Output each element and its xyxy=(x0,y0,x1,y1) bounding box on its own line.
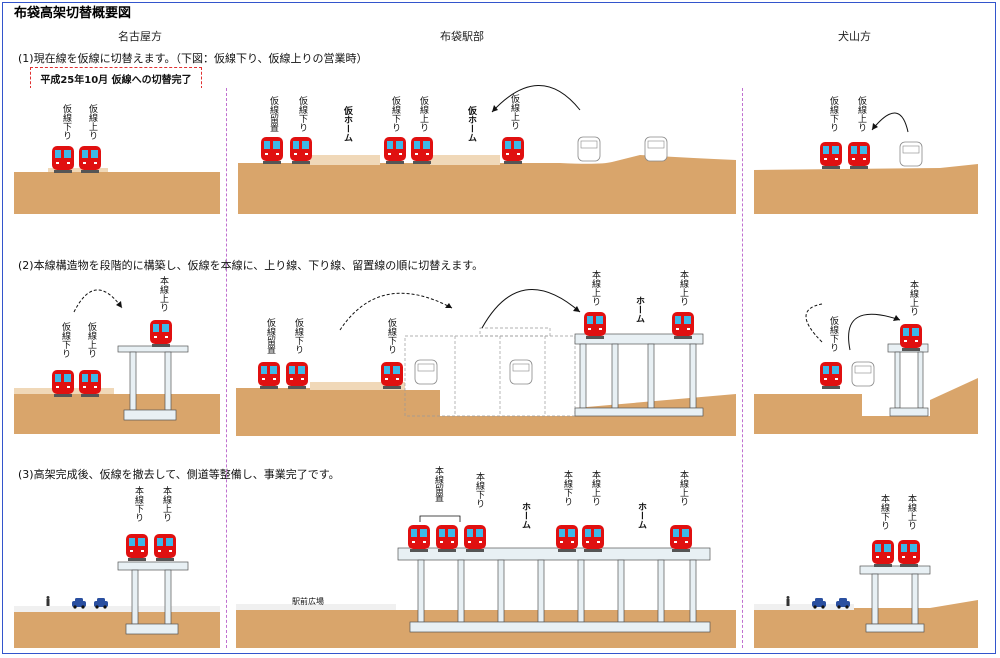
label-kasen-kudari: 仮線下り xyxy=(297,96,307,132)
label-kasen-kudari: 仮線下り xyxy=(390,96,400,132)
label-kasen-ryuchi: 仮線留置 xyxy=(265,318,275,354)
separator-right xyxy=(742,88,743,648)
column-label-nagoya: 名古屋方 xyxy=(118,30,162,43)
row1-left-panel xyxy=(14,88,220,214)
label-hon-kudari: 本線下り xyxy=(474,472,484,508)
label-hon-nobori: 本線上り xyxy=(590,470,600,506)
label-hon-ryuchi: 本線留置 xyxy=(433,466,443,502)
row3-right-panel xyxy=(754,540,978,648)
page-title: 布袋高架切替概要図 xyxy=(14,6,132,21)
label-kasen-kudari: 仮線下り xyxy=(293,318,303,354)
label-kasen-kudari: 仮線下り xyxy=(828,96,838,132)
label-kari-home: 仮ホーム xyxy=(466,106,476,142)
label-hon-nobori: 本線上り xyxy=(590,270,600,306)
row3-left-panel xyxy=(14,534,220,648)
row2-right-panel xyxy=(754,303,978,434)
label-hon-kudari: 本線下り xyxy=(133,486,143,522)
label-kasen-nobori: 仮線上り xyxy=(87,104,97,140)
label-kasen-nobori: 仮線上り xyxy=(856,96,866,132)
label-hon-nobori: 本線上り xyxy=(161,486,171,522)
row1-center-panel xyxy=(238,85,736,214)
label-home: ホーム xyxy=(520,502,530,529)
step-1-text: (1)現在線を仮線に切替えます。（下図：仮線下り、仮線上りの営業時） xyxy=(18,52,368,65)
label-kari-home: 仮ホーム xyxy=(342,106,352,142)
label-kasen-kudari: 仮線下り xyxy=(61,104,71,140)
label-hon-kudari: 本線下り xyxy=(879,494,889,530)
label-hon-nobori: 本線上り xyxy=(906,494,916,530)
step-2-text: (2)本線構造物を段階的に構築し、仮線を本線に、上り線、下り線、留置線の順に切替… xyxy=(18,259,484,272)
label-hon-nobori: 本線上り xyxy=(678,470,688,506)
column-label-inuyama: 犬山方 xyxy=(838,30,871,43)
label-hon-nobori: 本線上り xyxy=(678,270,688,306)
label-ekimae-hiroba: 駅前広場 xyxy=(292,597,324,606)
label-home: ホーム xyxy=(634,296,644,323)
label-kasen-kudari: 仮線下り xyxy=(828,316,838,352)
label-hon-nobori: 本線上り xyxy=(908,280,918,316)
row1-right-panel xyxy=(754,112,978,214)
label-home: ホーム xyxy=(636,502,646,529)
row2-left-panel xyxy=(14,289,220,434)
label-kasen-ryuchi: 仮線留置 xyxy=(268,96,278,132)
row3-center-panel xyxy=(236,515,736,648)
label-hon-nobori: 本線上り xyxy=(158,276,168,312)
label-kasen-kudari: 仮線下り xyxy=(386,318,396,354)
step-3-text: (3)高架完成後、仮線を撤去して、側道等整備し、事業完了です。 xyxy=(18,468,340,481)
label-kasen-nobori: 仮線上り xyxy=(509,94,519,130)
row2-center-panel xyxy=(236,289,736,436)
label-kasen-nobori: 仮線上り xyxy=(418,96,428,132)
column-label-hotei: 布袋駅部 xyxy=(440,30,484,43)
label-hon-kudari: 本線下り xyxy=(562,470,572,506)
separator-left xyxy=(226,88,227,648)
label-kasen-kudari: 仮線下り xyxy=(60,322,70,358)
label-kasen-nobori: 仮線上り xyxy=(86,322,96,358)
